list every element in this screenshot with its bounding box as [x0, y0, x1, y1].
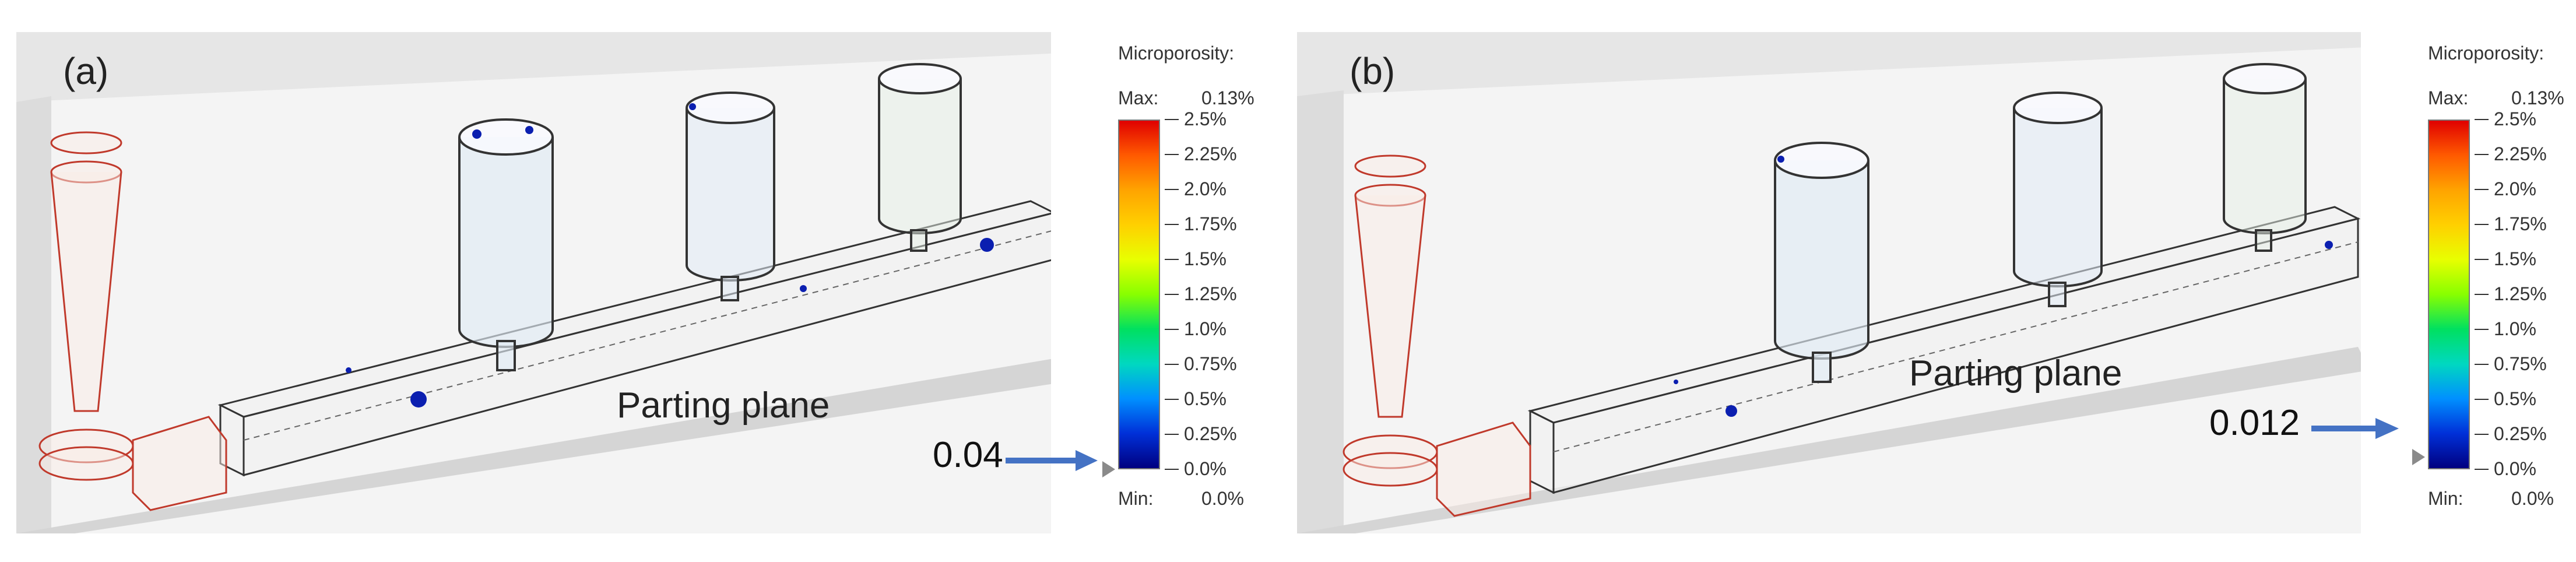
legend-min-label: Min: [2428, 488, 2463, 509]
riser-3 [2223, 63, 2307, 252]
legend-tick-mark [1165, 294, 1179, 295]
legend-tick-mark [1165, 119, 1179, 120]
riser-1 [1774, 142, 1869, 383]
legend-tick-label: 0.25% [1184, 423, 1237, 444]
legend-tick-mark [2475, 119, 2489, 120]
colorbar [1118, 120, 1160, 469]
riser-3 [878, 63, 962, 252]
legend-a: Microporosity: Max: 0.13% 2.5% 2.25% 2.0% 1… [1051, 32, 1261, 533]
legend-max-value: 0.13% [2511, 87, 2564, 108]
legend-max-label: Max: [1118, 87, 1159, 108]
casting-model-a [16, 32, 1261, 533]
legend-min-value: 0.0% [1201, 488, 1244, 509]
legend-tick-mark [1165, 469, 1179, 470]
sprue-a [38, 131, 227, 511]
porosity-spots-a [346, 103, 994, 408]
legend-tick-mark [2475, 224, 2489, 225]
riser-1 [458, 118, 554, 371]
legend-title: Microporosity: [1118, 43, 1235, 64]
porosity-spots-b [1674, 156, 2333, 417]
panel-a: (a) Parting plane Microporosity: Max: 0.… [16, 32, 1261, 533]
colorbar [2428, 120, 2470, 469]
legend-b: Microporosity: Max: 0.13% 2.5% 2.25% 2.0% 1… [2361, 32, 2571, 533]
legend-tick-mark [1165, 434, 1179, 435]
riser-2 [686, 92, 775, 301]
parting-plane-label-b: Parting plane [1909, 353, 2122, 394]
legend-tick-label: 1.0% [2494, 318, 2536, 339]
legend-tick-label: 2.0% [1184, 178, 1227, 199]
legend-min-label: Min: [1118, 488, 1154, 509]
legend-tick-mark [2475, 294, 2489, 295]
callout-arrow-icon-a [1006, 450, 1098, 471]
legend-tick-label: 2.5% [1184, 108, 1227, 129]
legend-tick-label: 1.25% [1184, 283, 1237, 304]
legend-tick-label: 0.0% [2494, 458, 2536, 479]
legend-tick-label: 2.25% [1184, 143, 1237, 164]
legend-tick-mark [1165, 399, 1179, 400]
riser-2 [2013, 92, 2103, 307]
legend-tick-mark [1165, 259, 1179, 260]
legend-tick-mark [1165, 329, 1179, 330]
legend-tick-label: 0.25% [2494, 423, 2547, 444]
legend-tick-mark [1165, 224, 1179, 225]
legend-tick-label: 2.25% [2494, 143, 2547, 164]
marker-arrow-icon [2412, 449, 2425, 465]
legend-tick-mark [2475, 469, 2489, 470]
legend-tick-label: 2.0% [2494, 178, 2536, 199]
legend-tick-label: 1.75% [2494, 213, 2547, 234]
parting-plane-label-a: Parting plane [617, 385, 830, 426]
callout-value-a: 0.04 [933, 435, 1003, 475]
legend-min-value: 0.0% [2511, 488, 2554, 509]
panel-label-b: (b) [1349, 50, 1396, 92]
legend-tick-label: 1.75% [1184, 213, 1237, 234]
legend-tick-mark [2475, 189, 2489, 190]
legend-title: Microporosity: [2428, 43, 2545, 64]
sprue-b [1343, 154, 1531, 517]
legend-max-label: Max: [2428, 87, 2469, 108]
legend-tick-mark [2475, 329, 2489, 330]
legend-tick-mark [1165, 189, 1179, 190]
legend-tick-label: 1.0% [1184, 318, 1227, 339]
panel-b: (b) Parting plane Microporosity: Max: 0.… [1297, 32, 2571, 533]
legend-tick-label: 0.5% [1184, 388, 1227, 409]
legend-tick-label: 1.5% [1184, 248, 1227, 269]
legend-tick-label: 1.25% [2494, 283, 2547, 304]
callout-arrow-icon-b [2311, 418, 2399, 439]
legend-tick-mark [2475, 399, 2489, 400]
legend-tick-mark [2475, 154, 2489, 155]
runner-bar [217, 200, 1057, 477]
legend-tick-mark [1165, 154, 1179, 155]
legend-max-value: 0.13% [1201, 87, 1254, 108]
legend-tick-label: 2.5% [2494, 108, 2536, 129]
legend-tick-label: 0.0% [1184, 458, 1227, 479]
legend-tick-mark [2475, 364, 2489, 365]
casting-model-b [1297, 32, 2571, 533]
callout-value-b: 0.012 [2209, 403, 2300, 443]
legend-tick-label: 0.75% [1184, 353, 1237, 374]
legend-tick-label: 0.5% [2494, 388, 2536, 409]
legend-tick-label: 0.75% [2494, 353, 2547, 374]
legend-tick-mark [1165, 364, 1179, 365]
panel-label-a: (a) [63, 50, 109, 92]
legend-tick-mark [2475, 259, 2489, 260]
marker-arrow-icon [1102, 461, 1115, 477]
legend-tick-label: 1.5% [2494, 248, 2536, 269]
legend-tick-mark [2475, 434, 2489, 435]
